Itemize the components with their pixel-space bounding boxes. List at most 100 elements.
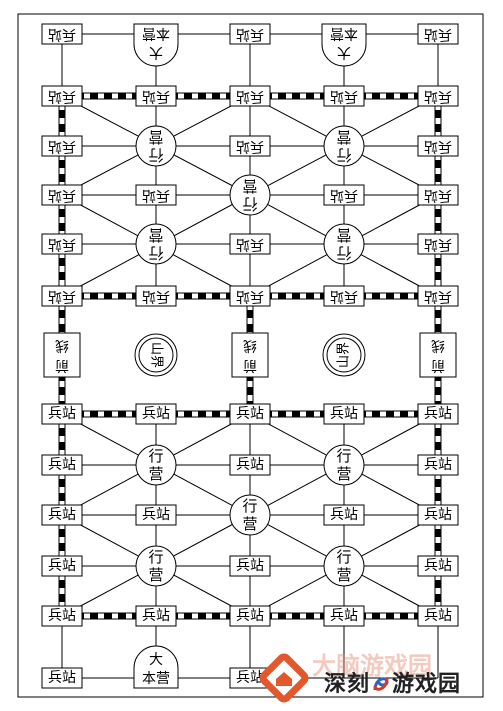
- bottom-post[interactable]: 兵站: [323, 504, 365, 526]
- svg-text:前: 前: [243, 357, 257, 374]
- bottom-post[interactable]: 兵站: [417, 504, 459, 526]
- bottom-post[interactable]: 兵站: [41, 454, 83, 476]
- top-camp[interactable]: 行营: [135, 223, 177, 265]
- top-hq[interactable]: 大本营: [133, 23, 179, 67]
- svg-text:兵站: 兵站: [236, 457, 264, 473]
- top-post[interactable]: 兵站: [417, 135, 459, 157]
- top-hq[interactable]: 大本营: [321, 23, 367, 67]
- bottom-post[interactable]: 兵站: [135, 403, 177, 425]
- svg-text:兵站: 兵站: [48, 608, 76, 624]
- svg-text:兵站: 兵站: [330, 507, 358, 523]
- top-post[interactable]: 兵站: [229, 23, 271, 45]
- house-diamond-icon: [259, 653, 309, 703]
- svg-text:兵站: 兵站: [424, 558, 452, 574]
- svg-text:兵站: 兵站: [236, 406, 264, 422]
- top-post[interactable]: 兵站: [417, 85, 459, 107]
- svg-text:营: 营: [336, 465, 351, 483]
- svg-text:兵站: 兵站: [236, 608, 264, 624]
- bottom-camp[interactable]: 行营: [135, 444, 177, 486]
- top-post[interactable]: 兵站: [135, 85, 177, 107]
- bottom-post[interactable]: 兵站: [229, 403, 271, 425]
- bottom-post[interactable]: 兵站: [135, 504, 177, 526]
- top-post[interactable]: 兵站: [417, 285, 459, 307]
- bottom-post[interactable]: 兵站: [135, 605, 177, 627]
- bottom-post[interactable]: 兵站: [229, 605, 271, 627]
- top-post[interactable]: 兵站: [229, 85, 271, 107]
- top-post[interactable]: 兵站: [417, 184, 459, 206]
- bottom-camp[interactable]: 行营: [323, 444, 365, 486]
- front-line[interactable]: 前线: [43, 332, 81, 378]
- svg-text:行: 行: [242, 195, 257, 213]
- top-post[interactable]: 兵站: [41, 233, 83, 255]
- svg-text:兵站: 兵站: [48, 288, 76, 304]
- top-post[interactable]: 兵站: [41, 285, 83, 307]
- top-camp[interactable]: 行营: [135, 125, 177, 167]
- bottom-camp[interactable]: 行营: [135, 545, 177, 587]
- svg-text:兵站: 兵站: [424, 187, 452, 203]
- svg-text:大: 大: [149, 44, 163, 60]
- top-post[interactable]: 兵站: [41, 135, 83, 157]
- bottom-post[interactable]: 兵站: [417, 403, 459, 425]
- bottom-post[interactable]: 兵站: [41, 504, 83, 526]
- svg-text:兵站: 兵站: [236, 288, 264, 304]
- bottom-post[interactable]: 兵站: [41, 667, 83, 689]
- top-camp[interactable]: 行营: [323, 125, 365, 167]
- top-post[interactable]: 兵站: [41, 85, 83, 107]
- bottom-post[interactable]: 兵站: [41, 605, 83, 627]
- top-post[interactable]: 兵站: [135, 184, 177, 206]
- front-line[interactable]: 前线: [419, 332, 457, 378]
- svg-text:营: 营: [148, 226, 163, 244]
- bottom-post[interactable]: 兵站: [229, 667, 271, 689]
- svg-text:前: 前: [431, 357, 445, 374]
- mountain-right: 山界: [322, 333, 366, 377]
- bottom-post[interactable]: 兵站: [417, 605, 459, 627]
- mountain-left: 山界: [134, 333, 178, 377]
- svg-text:兵站: 兵站: [424, 507, 452, 523]
- svg-text:兵站: 兵站: [424, 236, 452, 252]
- top-camp[interactable]: 行营: [323, 223, 365, 265]
- svg-text:线: 线: [243, 337, 257, 353]
- top-post[interactable]: 兵站: [41, 184, 83, 206]
- svg-text:行: 行: [148, 244, 163, 262]
- top-post[interactable]: 兵站: [135, 285, 177, 307]
- bottom-post[interactable]: 兵站: [323, 605, 365, 627]
- svg-text:兵站: 兵站: [424, 457, 452, 473]
- svg-text:兵站: 兵站: [48, 187, 76, 203]
- svg-text:行: 行: [336, 146, 351, 164]
- top-post[interactable]: 兵站: [229, 233, 271, 255]
- bottom-hq[interactable]: 大本营: [133, 645, 179, 689]
- svg-text:兵站: 兵站: [48, 138, 76, 154]
- svg-text:本营: 本营: [142, 25, 170, 41]
- front-line[interactable]: 前线: [231, 332, 269, 378]
- swirl-logo-icon: [371, 674, 391, 694]
- top-post[interactable]: 兵站: [417, 233, 459, 255]
- svg-text:行: 行: [148, 548, 163, 566]
- bottom-post[interactable]: 兵站: [229, 454, 271, 476]
- bottom-post[interactable]: 兵站: [323, 403, 365, 425]
- top-post[interactable]: 兵站: [229, 285, 271, 307]
- bottom-camp[interactable]: 行营: [323, 545, 365, 587]
- bottom-post[interactable]: 兵站: [41, 555, 83, 577]
- svg-text:行: 行: [336, 447, 351, 465]
- top-post[interactable]: 兵站: [417, 23, 459, 45]
- top-post[interactable]: 兵站: [229, 135, 271, 157]
- svg-text:兵站: 兵站: [424, 608, 452, 624]
- watermark-text-part2: 游戏园: [392, 672, 462, 697]
- bottom-post[interactable]: 兵站: [417, 555, 459, 577]
- bottom-post[interactable]: 兵站: [417, 454, 459, 476]
- svg-text:兵站: 兵站: [424, 406, 452, 422]
- top-camp[interactable]: 行营: [229, 174, 271, 216]
- top-post[interactable]: 兵站: [323, 85, 365, 107]
- svg-text:兵站: 兵站: [330, 406, 358, 422]
- svg-text:兵站: 兵站: [330, 288, 358, 304]
- svg-text:营: 营: [148, 128, 163, 146]
- bottom-post[interactable]: 兵站: [41, 403, 83, 425]
- svg-text:兵站: 兵站: [48, 457, 76, 473]
- top-post[interactable]: 兵站: [323, 184, 365, 206]
- bottom-camp[interactable]: 行营: [229, 494, 271, 536]
- top-post[interactable]: 兵站: [41, 23, 83, 45]
- top-post[interactable]: 兵站: [323, 285, 365, 307]
- svg-text:营: 营: [336, 226, 351, 244]
- bottom-post[interactable]: 兵站: [229, 555, 271, 577]
